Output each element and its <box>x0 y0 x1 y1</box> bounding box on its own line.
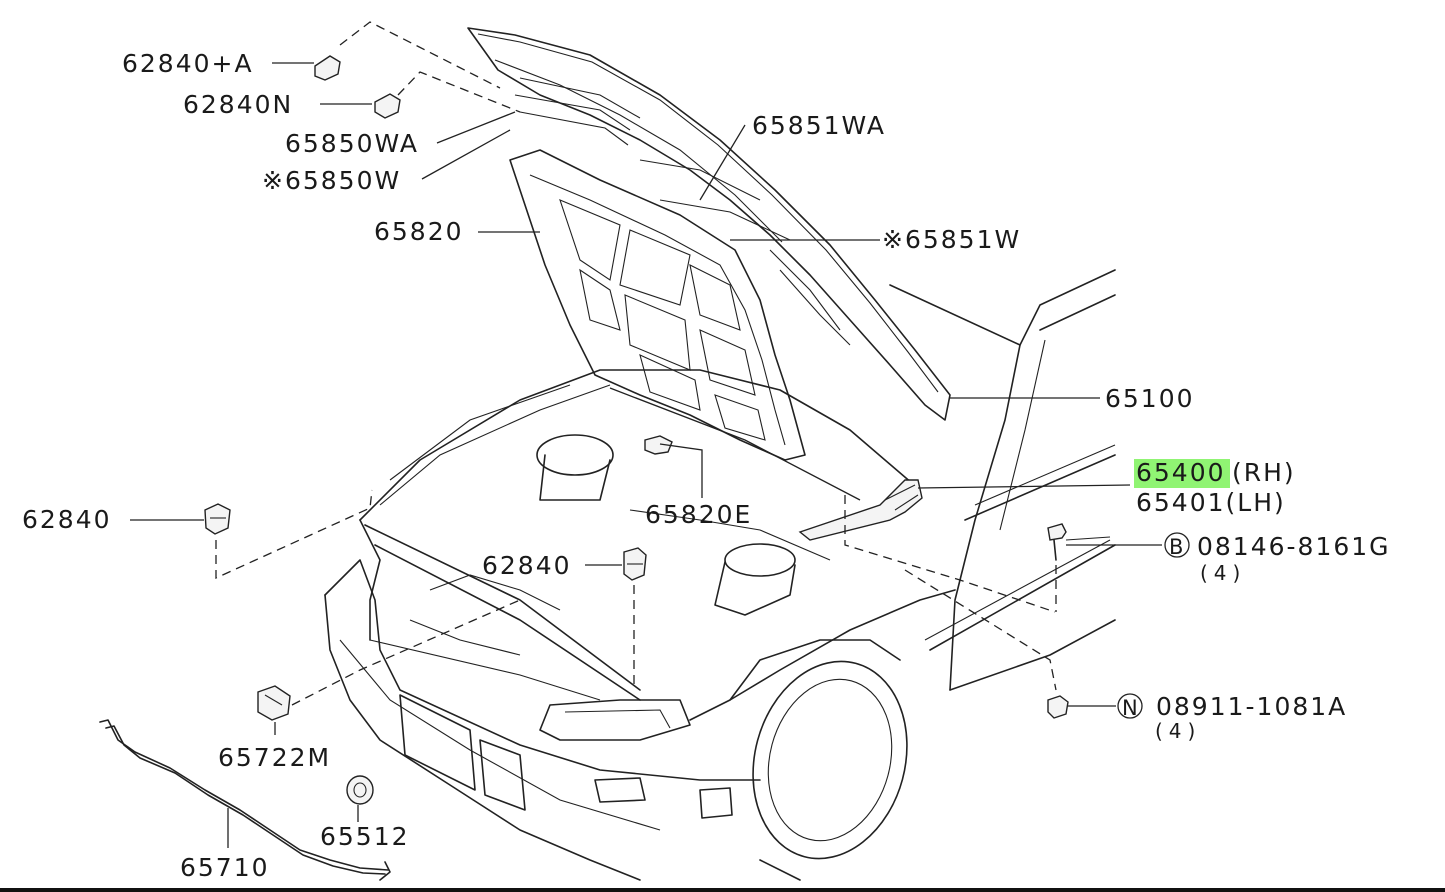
label-65850WA: 65850WA <box>285 129 419 158</box>
label-08911-qty: (4) <box>1155 719 1201 743</box>
label-62840N: 62840N <box>183 90 293 119</box>
leader-lines <box>130 62 1162 848</box>
label-08911-code: N <box>1122 696 1138 720</box>
label-65400-number: 65400 <box>1136 458 1226 487</box>
highlight-65400 <box>1134 459 1230 488</box>
label-08146-code: B <box>1169 535 1183 559</box>
hood-panel <box>467 27 951 421</box>
label-62840-mid: 62840 <box>482 551 572 580</box>
code-circle-n <box>1117 693 1143 719</box>
label-65400-side: (RH) <box>1232 458 1296 487</box>
label-08146-qty: (4) <box>1200 561 1246 585</box>
label-65100: 65100 <box>1105 384 1195 413</box>
code-circle-b <box>1164 532 1190 558</box>
hood-opener-cable <box>99 719 391 881</box>
hood-hinge <box>798 479 923 541</box>
label-65820E: 65820E <box>645 500 752 529</box>
label-08146: 08146-8161G <box>1197 532 1391 561</box>
label-65851W: ※65851W <box>882 225 1021 254</box>
label-08911: 08911-1081A <box>1156 692 1347 721</box>
hood-insulator <box>509 149 806 461</box>
car-body <box>324 269 1116 881</box>
label-65850W: ※65850W <box>262 166 401 195</box>
label-65512: 65512 <box>320 822 410 851</box>
small-parts <box>204 55 1111 805</box>
bottom-border <box>0 888 1445 892</box>
label-65820: 65820 <box>374 217 464 246</box>
label-65722M: 65722M <box>218 743 331 772</box>
label-65710: 65710 <box>180 853 270 882</box>
assembly-dashed-lines <box>215 21 1057 706</box>
label-62840A: 62840+A <box>122 49 254 78</box>
label-62840-left: 62840 <box>22 505 112 534</box>
label-65401: 65401(LH) <box>1136 488 1286 517</box>
label-65851WA: 65851WA <box>752 111 886 140</box>
